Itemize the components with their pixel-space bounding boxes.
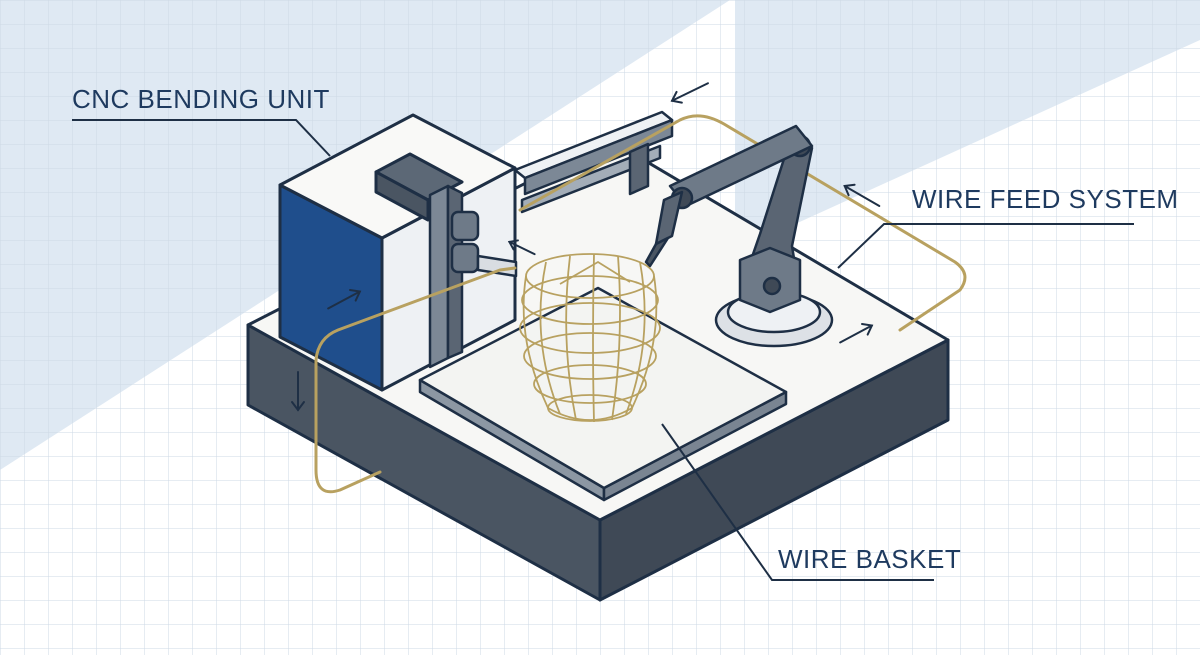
robotic-arm [644, 124, 834, 348]
bending-roller-top [450, 210, 480, 242]
arrow-down [291, 371, 305, 412]
basket-outline [522, 275, 658, 421]
basket-rib-3 [592, 253, 595, 423]
bending-roller-bottom [450, 242, 480, 274]
arm-tool-tip [644, 236, 670, 268]
overhead-rail [513, 110, 674, 214]
direction-arrows [291, 82, 881, 412]
rail-front [523, 118, 674, 196]
label-wire-feed-system: WIRE FEED SYSTEM [912, 184, 1179, 214]
arrow-feed-top [670, 82, 709, 104]
leader-cnc [72, 119, 331, 157]
arrow-feed-right [843, 183, 881, 207]
label-wire-basket: WIRE BASKET [778, 544, 962, 574]
column-face [428, 184, 450, 369]
work-plate [418, 286, 788, 502]
wire-return-line [518, 114, 967, 332]
label-cnc-bending-unit: CNC BENDING UNIT [72, 84, 330, 114]
arm-wrist-link [654, 190, 684, 246]
basket-rib-1 [539, 261, 561, 415]
plate-top [418, 286, 788, 490]
cnc-head-block-front [374, 170, 430, 222]
leader-basket [661, 423, 934, 581]
basket-band-2 [519, 302, 661, 354]
basket-band-4 [533, 364, 647, 404]
callout-leaders [72, 119, 1134, 581]
arm-base-joint [762, 276, 782, 296]
basket-inner-fold [559, 260, 631, 285]
wire-feed-line [314, 266, 517, 494]
basket-rib-5 [625, 261, 646, 415]
rail-post [628, 142, 650, 196]
wire-basket [519, 253, 661, 423]
bending-column [428, 184, 518, 369]
leader-feed [837, 223, 1134, 269]
arrow-guide [507, 239, 536, 256]
arrow-left-rise [327, 289, 362, 310]
basket-band-3 [523, 332, 657, 380]
wire-feed-path [314, 114, 967, 494]
wire-guide [476, 254, 518, 278]
arrow-base-right [839, 323, 874, 344]
basket-rib-2 [565, 255, 577, 421]
basket-band-1 [521, 275, 659, 325]
